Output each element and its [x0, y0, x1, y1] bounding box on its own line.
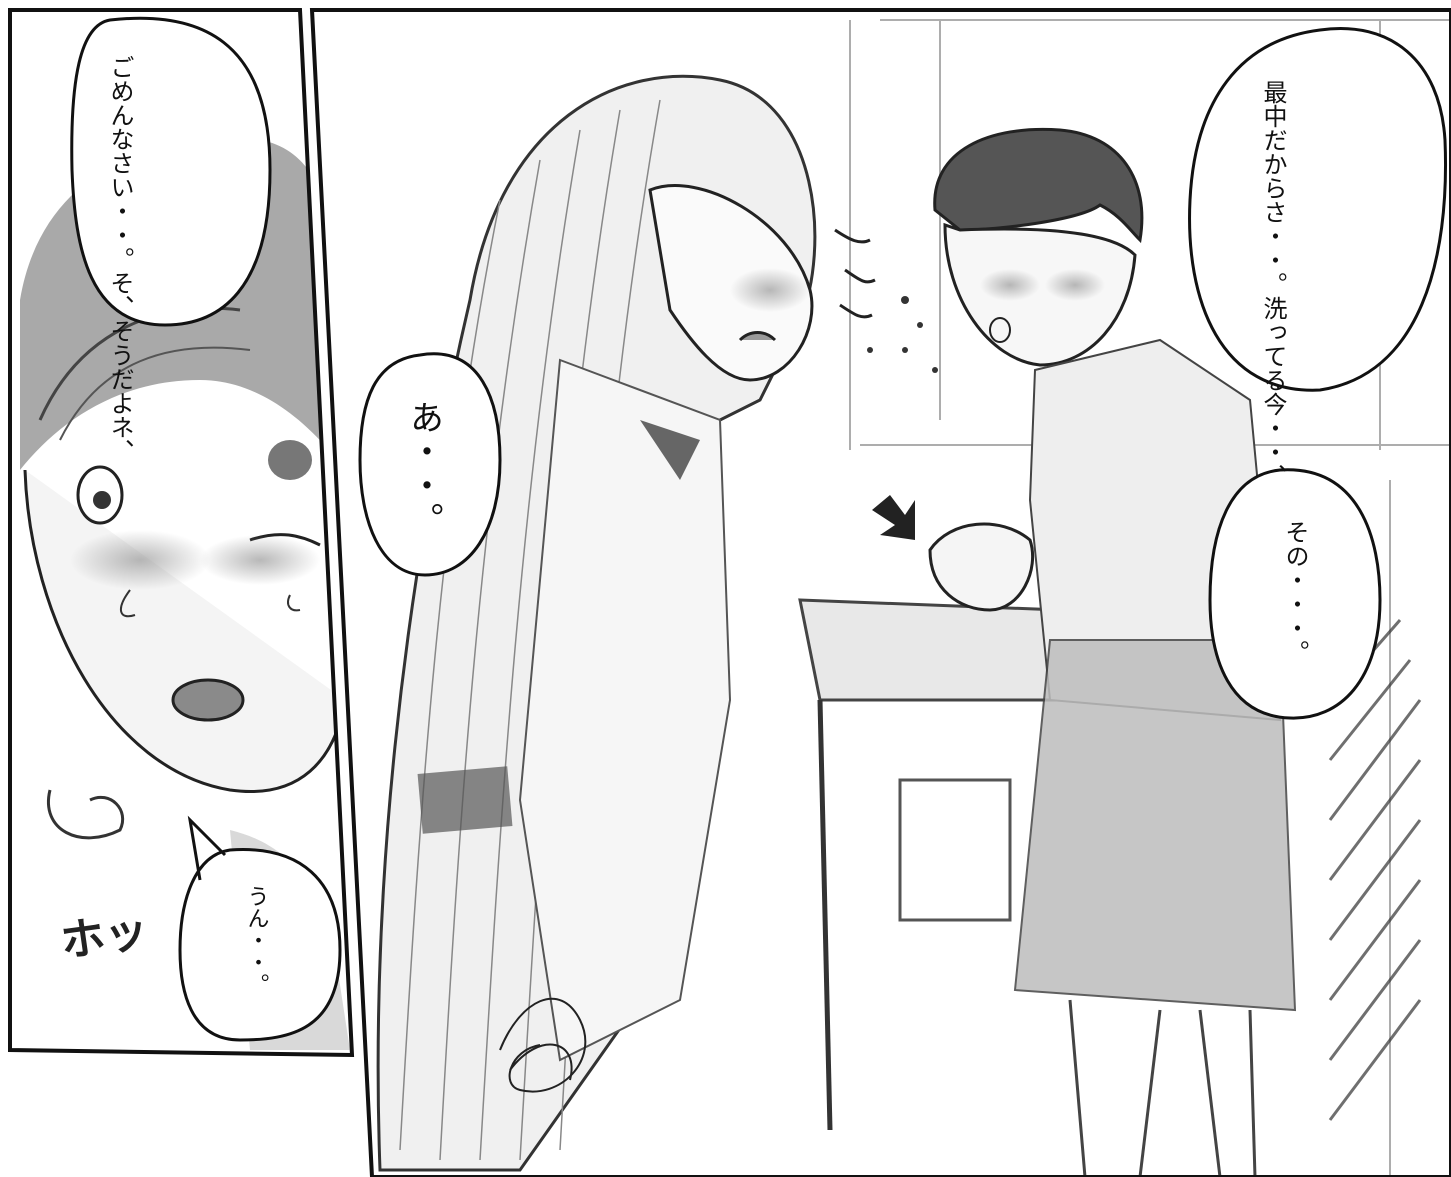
bubble-shape-mid: [358, 352, 502, 577]
speech-line: そ、そうだよネ、: [106, 271, 134, 463]
bubble-shape-right-mid: [1208, 468, 1382, 720]
bubble-shape-top-right: [1188, 27, 1447, 392]
speech-left-top: ごめんなさい・・。そ、そうだよネ、: [105, 55, 135, 463]
bubble-shape-left-bottom: [178, 815, 342, 1042]
speech-top-right: 最中だからさ・・。洗ってる今・・、: [1258, 80, 1288, 488]
speech-left-bottom: うん・・。: [242, 885, 270, 995]
right-panel-border: [309, 8, 1451, 1177]
standing-girl-face: [648, 184, 814, 382]
speech-line: あ・・。: [403, 400, 444, 536]
speech-line: 洗ってる: [1259, 296, 1287, 392]
speech-line: 今・・、: [1259, 392, 1287, 488]
left-panel-border: [8, 8, 355, 1058]
boy-apron: [1013, 639, 1297, 1012]
boy-hair: [933, 127, 1144, 244]
speech-line: うん・・。: [243, 885, 269, 995]
speech-right-mid: その・・・。: [1280, 520, 1310, 664]
boy-face: [943, 222, 1137, 367]
speech-mid: あ・・。: [402, 400, 445, 536]
sfx-relief: ホッ: [57, 905, 152, 968]
left-girl-eye: [76, 465, 124, 525]
speech-line: ごめんなさい・・。: [106, 55, 134, 271]
bubble-shape-left-top: [70, 16, 272, 327]
sink-counter: [798, 598, 1062, 702]
arrow-mark: [872, 495, 915, 540]
left-girl-mouth: [171, 678, 245, 722]
speech-line: 最中だからさ・・。: [1259, 80, 1287, 296]
speech-line: その・・・。: [1281, 520, 1309, 664]
